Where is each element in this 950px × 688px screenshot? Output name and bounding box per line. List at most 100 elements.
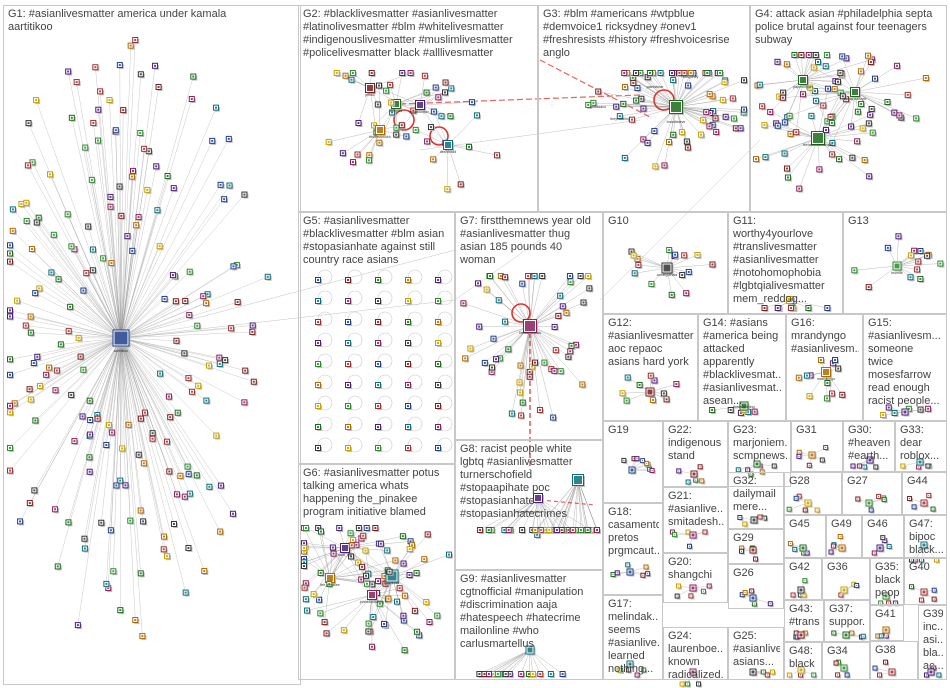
- node-avatar: [323, 630, 331, 638]
- node-avatar: [485, 527, 493, 534]
- node-avatar: [225, 135, 233, 143]
- group-label: G21: #asianlive... smitadesh...: [668, 490, 724, 528]
- node-avatar: [153, 163, 161, 171]
- node-avatar: [372, 525, 380, 532]
- edge: [67, 214, 122, 339]
- node-avatar: [652, 163, 660, 171]
- node-avatar: [824, 379, 832, 387]
- node-avatar: [719, 96, 727, 104]
- node-avatar: [165, 393, 173, 401]
- node-avatar: [857, 463, 864, 470]
- node-avatar: [132, 37, 140, 44]
- edge: [120, 249, 456, 339]
- node-avatar: [375, 445, 382, 452]
- node-avatar: [432, 84, 440, 92]
- node-avatar: [47, 171, 55, 179]
- edge: [120, 337, 188, 467]
- edge: [120, 337, 189, 379]
- node-avatar: [213, 432, 221, 440]
- node-avatar: [435, 361, 442, 368]
- node-avatar: [857, 68, 865, 76]
- group-label: G2: #blacklivesmatter #asianlivesmatter …: [303, 8, 513, 59]
- node-avatar: [467, 345, 475, 353]
- hub-node-avatar: [661, 262, 674, 275]
- edge: [504, 497, 539, 531]
- edge: [120, 337, 144, 522]
- node-avatar: [505, 346, 513, 354]
- node-avatar: [661, 162, 669, 170]
- node-avatar: [188, 388, 196, 396]
- node-avatar: [884, 244, 892, 252]
- node-avatar: [907, 274, 915, 282]
- node-avatar: [551, 367, 559, 375]
- node-avatar: [374, 101, 382, 109]
- node-avatar: [681, 252, 689, 260]
- node-avatar: [137, 130, 145, 138]
- edge: [29, 337, 122, 390]
- node-avatar: [234, 299, 242, 307]
- edge: [333, 553, 373, 596]
- node-avatar: [9, 227, 17, 235]
- node-avatar: [555, 312, 563, 320]
- node-avatar: [315, 298, 322, 305]
- node-avatar: [383, 87, 391, 95]
- node-avatar: [644, 460, 651, 467]
- edge: [120, 337, 210, 487]
- edge: [320, 594, 373, 614]
- node-avatar: [828, 119, 836, 127]
- edge: [577, 479, 598, 531]
- group-panel-g38: G38: [870, 641, 918, 680]
- node-avatar: [679, 681, 686, 688]
- hub-node-avatar: [739, 401, 750, 412]
- node-avatar: [517, 389, 525, 397]
- node-avatar: [696, 681, 703, 688]
- node-layer: [7, 37, 945, 688]
- node-avatar: [9, 206, 17, 214]
- node-avatar: [435, 277, 442, 284]
- node-avatar: [413, 628, 421, 636]
- node-avatar: [339, 150, 347, 158]
- edge: [120, 337, 186, 593]
- node-avatar: [81, 535, 89, 543]
- edge: [54, 337, 122, 510]
- node-avatar: [539, 273, 547, 280]
- edge: [305, 547, 346, 584]
- hub-node-avatar: [525, 645, 536, 656]
- edge: [9, 337, 122, 375]
- node-avatar: [917, 275, 925, 283]
- group-panel-g22: G22: indigenous stand: [663, 421, 728, 487]
- group-panel-g4: G4: attack asian #philadelphia septa pol…: [750, 5, 947, 212]
- node-avatar: [193, 472, 201, 480]
- group-panel-g49: G49: [826, 515, 862, 558]
- node-avatar: [169, 272, 177, 280]
- edge-highlight: [399, 94, 641, 105]
- node-avatar: [502, 274, 510, 282]
- edge: [854, 77, 926, 93]
- node-avatar: [937, 260, 945, 268]
- node-avatar: [706, 123, 714, 131]
- node-avatar: [354, 151, 362, 159]
- node-avatar: [375, 298, 382, 305]
- node-avatar: [489, 364, 497, 372]
- group-label: G37: suppor...: [829, 603, 866, 628]
- edge: [35, 292, 122, 339]
- edge: [802, 91, 856, 95]
- node-avatar: [904, 91, 912, 99]
- node-avatar: [135, 451, 143, 459]
- node-avatar: [685, 268, 693, 276]
- node-avatar: [80, 366, 88, 374]
- node-avatar: [186, 312, 194, 320]
- edge: [89, 337, 122, 458]
- edge: [470, 325, 531, 349]
- node-avatar: [793, 129, 801, 137]
- edge: [120, 337, 199, 386]
- node-avatar: [55, 276, 63, 284]
- edge: [120, 175, 168, 339]
- edge: [655, 106, 677, 167]
- group-label: G46: [867, 518, 888, 530]
- group-label: G24: laurenboe... known radicalized...: [668, 630, 724, 680]
- edge: [106, 337, 122, 584]
- node-avatar: [190, 73, 198, 81]
- node-avatar: [156, 243, 164, 251]
- node-avatar: [594, 527, 601, 534]
